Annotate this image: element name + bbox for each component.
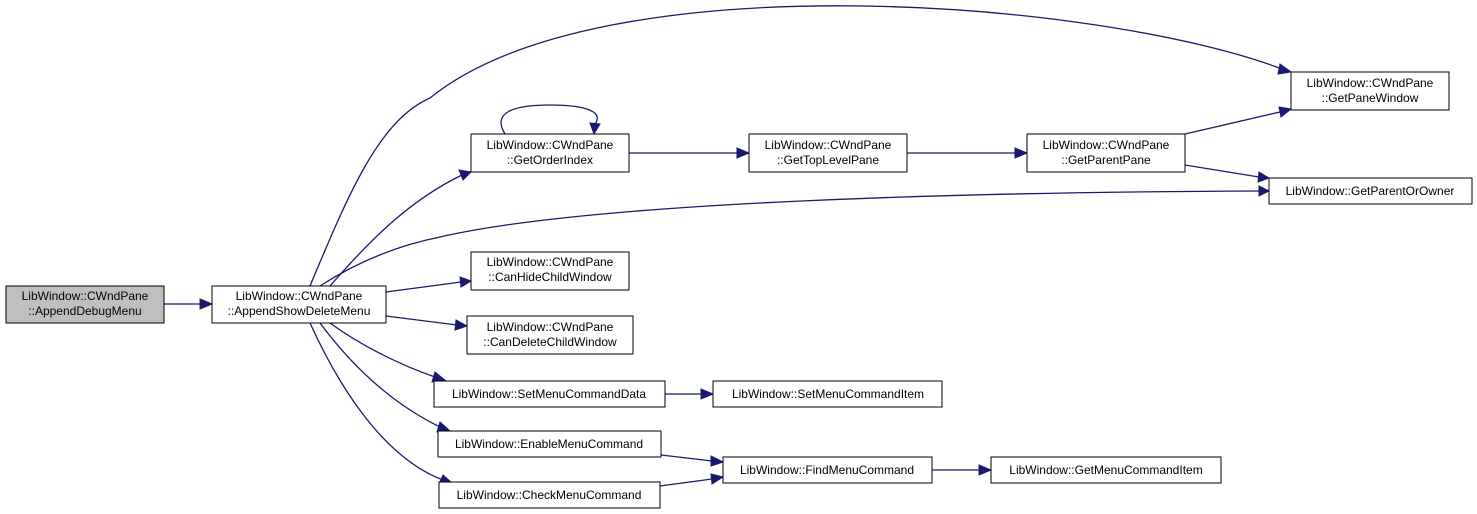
- edge-line: [385, 315, 458, 326]
- edge-append-debug-menu-to-append-show-delete-menu: [164, 298, 214, 310]
- arrowhead-icon: [1278, 106, 1293, 118]
- node-can-delete-child-window[interactable]: LibWindow::CWndPane ::CanDeleteChildWind…: [466, 315, 634, 355]
- edge-get-order-index-to-get-top-level-pane: [629, 147, 751, 159]
- arrowhead-icon: [1277, 63, 1293, 75]
- arrowhead-icon: [710, 455, 725, 467]
- node-label-line: ::CanDeleteChildWindow: [483, 335, 617, 349]
- node-label-line: ::GetTopLevelPane: [777, 153, 879, 167]
- node-get-pane-window[interactable]: LibWindow::CWndPane ::GetPaneWindow: [1290, 71, 1450, 111]
- node-label-line: LibWindow::SetMenuCommandData: [452, 387, 646, 401]
- node-label-line: LibWindow::GetMenuCommandItem: [1009, 463, 1202, 477]
- node-label-line: LibWindow::CWndPane: [22, 289, 149, 303]
- edge-append-show-delete-menu-to-get-pane-window: [309, 5, 1293, 287]
- edge-get-top-level-pane-to-get-parent-pane: [907, 147, 1029, 159]
- edge-append-show-delete-menu-to-get-order-index: [329, 169, 473, 287]
- arrowhead-icon: [978, 464, 993, 476]
- node-label-line: ::GetPaneWindow: [1322, 91, 1419, 105]
- node-get-menu-command-item[interactable]: LibWindow::GetMenuCommandItem: [990, 456, 1222, 484]
- node-enable-menu-command[interactable]: LibWindow::EnableMenuCommand: [437, 430, 662, 458]
- edge-line: [1184, 164, 1260, 178]
- arrowhead-icon: [736, 147, 751, 159]
- node-label-line: ::AppendDebugMenu: [28, 304, 141, 318]
- edge-find-menu-command-to-get-menu-command-item: [932, 464, 993, 476]
- arrowhead-icon: [459, 276, 473, 288]
- node-get-parent-pane[interactable]: LibWindow::CWndPane ::GetParentPane: [1026, 133, 1186, 173]
- edge-append-show-delete-menu-to-can-hide-child-window: [385, 276, 473, 293]
- node-append-show-delete-menu[interactable]: LibWindow::CWndPane ::AppendShowDeleteMe…: [211, 285, 387, 324]
- edge-check-menu-command-to-find-menu-command: [659, 473, 725, 487]
- node-set-menu-command-item[interactable]: LibWindow::SetMenuCommandItem: [712, 380, 943, 408]
- edge-append-show-delete-menu-to-enable-menu-command: [319, 322, 452, 433]
- edge-append-show-delete-menu-to-get-parent-or-owner: [319, 185, 1271, 287]
- node-label-line: ::GetOrderIndex: [507, 153, 593, 167]
- arrowhead-icon: [700, 388, 715, 400]
- edge-line: [329, 174, 463, 287]
- edge-line: [500, 104, 598, 135]
- edge-set-menu-command-data-to-set-menu-command-item: [665, 388, 715, 400]
- node-label-line: LibWindow::CheckMenuCommand: [457, 488, 642, 502]
- edge-line: [309, 5, 1283, 287]
- node-label-line: LibWindow::CWndPane: [487, 255, 614, 269]
- node-label-line: LibWindow::CWndPane: [487, 138, 614, 152]
- arrowhead-icon: [454, 319, 469, 331]
- arrowhead-icon: [458, 169, 473, 181]
- edges-layer: [164, 5, 1293, 487]
- node-get-top-level-pane[interactable]: LibWindow::CWndPane ::GetTopLevelPane: [748, 133, 908, 173]
- arrowhead-icon: [1258, 185, 1271, 197]
- node-can-hide-child-window[interactable]: LibWindow::CWndPane ::CanHideChildWindow: [470, 251, 630, 291]
- edge-line: [385, 281, 462, 293]
- node-label-line: LibWindow::CWndPane: [765, 138, 892, 152]
- edge-line: [329, 322, 436, 378]
- edge-line: [1184, 111, 1281, 135]
- node-label-line: ::GetParentPane: [1061, 153, 1151, 167]
- node-get-order-index[interactable]: LibWindow::CWndPane ::GetOrderIndex: [470, 133, 630, 173]
- node-label-line: LibWindow::CWndPane: [1307, 76, 1434, 90]
- edge-line: [319, 190, 1260, 287]
- node-label-line: ::AppendShowDeleteMenu: [228, 304, 371, 318]
- node-label-line: LibWindow::FindMenuCommand: [740, 463, 914, 477]
- node-label-line: LibWindow::CWndPane: [236, 289, 363, 303]
- node-find-menu-command[interactable]: LibWindow::FindMenuCommand: [722, 456, 933, 484]
- arrowhead-icon: [1014, 147, 1029, 159]
- edge-get-parent-pane-to-get-parent-or-owner: [1184, 164, 1271, 183]
- edge-enable-menu-command-to-find-menu-command: [660, 454, 725, 467]
- edge-line: [309, 322, 444, 481]
- edge-get-parent-pane-to-get-pane-window: [1184, 106, 1293, 135]
- arrowhead-icon: [1257, 171, 1271, 183]
- node-set-menu-command-data[interactable]: LibWindow::SetMenuCommandData: [433, 380, 666, 408]
- node-append-debug-menu[interactable]: LibWindow::CWndPane ::AppendDebugMenu: [5, 285, 165, 324]
- node-label-line: ::CanHideChildWindow: [488, 270, 612, 284]
- edge-line: [319, 322, 441, 428]
- arrowhead-icon: [710, 473, 725, 485]
- node-label-line: LibWindow::EnableMenuCommand: [455, 437, 643, 451]
- node-label-line: LibWindow::GetParentOrOwner: [1286, 184, 1455, 198]
- node-label-line: LibWindow::CWndPane: [487, 320, 614, 334]
- node-label-line: LibWindow::CWndPane: [1043, 138, 1170, 152]
- edge-line: [659, 478, 713, 487]
- arrowhead-icon: [589, 122, 601, 136]
- edge-line: [660, 454, 713, 462]
- edge-append-show-delete-menu-to-set-menu-command-data: [329, 322, 448, 383]
- node-label-line: LibWindow::SetMenuCommandItem: [732, 387, 924, 401]
- node-check-menu-command[interactable]: LibWindow::CheckMenuCommand: [438, 481, 661, 509]
- arrowhead-icon: [199, 298, 214, 310]
- edge-append-show-delete-menu-to-can-delete-child-window: [385, 315, 469, 331]
- edge-append-show-delete-menu-to-check-menu-command: [309, 322, 454, 485]
- edge-get-order-index-to-get-order-index: [500, 104, 601, 136]
- node-get-parent-or-owner[interactable]: LibWindow::GetParentOrOwner: [1268, 177, 1473, 205]
